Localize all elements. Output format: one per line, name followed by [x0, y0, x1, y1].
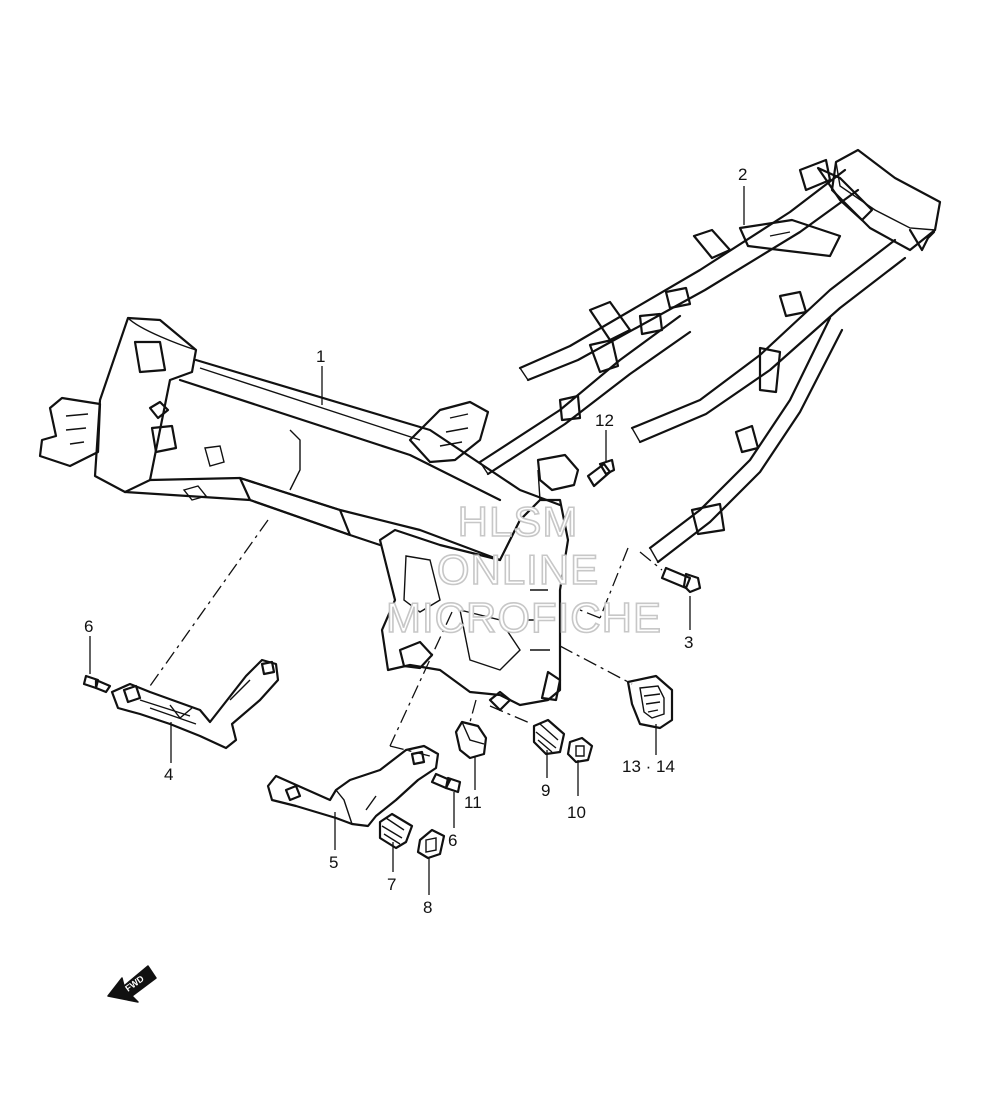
callout-5: 5 [329, 853, 338, 872]
bracket-5 [266, 744, 440, 850]
callout-11: 11 [464, 793, 482, 812]
callout-4: 4 [164, 765, 173, 784]
bolt-3 [660, 566, 702, 630]
callout-3: 3 [684, 633, 693, 652]
spring-9 [532, 718, 566, 778]
bolt-12 [586, 430, 616, 488]
callout-10: 10 [567, 803, 586, 822]
callout-6b: 6 [448, 831, 457, 850]
callout-2: 2 [738, 165, 747, 184]
callout-8: 8 [423, 898, 432, 917]
callout-12: 12 [595, 411, 614, 430]
watermark: HLSM ONLINE MICROFICHE [385, 497, 662, 642]
callout-9: 9 [541, 781, 550, 800]
reflector-13-14 [626, 674, 674, 755]
collar-11 [454, 720, 488, 790]
bracket-4 [110, 658, 280, 763]
bolt-6b [430, 772, 462, 828]
callout-7: 7 [387, 875, 396, 894]
callout-1: 1 [316, 347, 325, 366]
nut-10 [566, 736, 594, 796]
callout-6a: 6 [84, 617, 93, 636]
rear-sub-frame [478, 148, 942, 564]
watermark-line-1: HLSM [458, 498, 579, 545]
spring-7 [378, 812, 414, 872]
callout-labels: 1 2 3 4 5 6 6 7 8 9 10 11 12 13 · 14 [84, 165, 747, 917]
watermark-line-3: MICROFICHE [386, 594, 662, 641]
bolt-6a [82, 636, 112, 694]
fwd-arrow-icon: FWD [107, 965, 157, 1003]
watermark-line-2: ONLINE [437, 546, 599, 593]
main-frame [38, 316, 580, 712]
assembly-lines [149, 519, 663, 757]
nut-8 [416, 828, 446, 895]
callout-13-14: 13 · 14 [622, 757, 675, 776]
